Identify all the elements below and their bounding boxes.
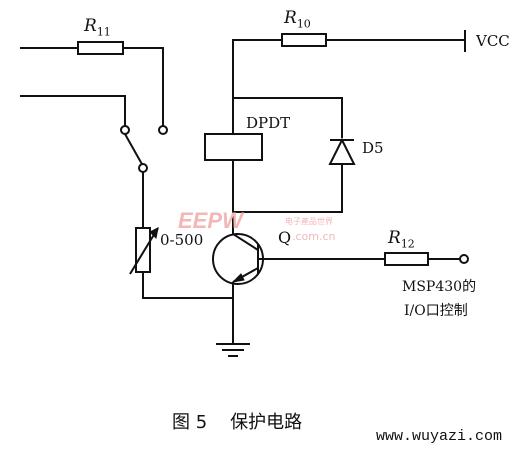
label-r12: R12 (388, 228, 415, 250)
label-vcc: VCC (476, 32, 510, 50)
wire-vcc-line (232, 39, 465, 150)
label-r10: R10 (284, 8, 311, 30)
label-r12-sub: 12 (400, 237, 415, 251)
io-terminal (459, 254, 469, 264)
label-dpdt: DPDT (246, 114, 291, 132)
label-r10-main: R (284, 8, 297, 28)
resistor-r12 (384, 252, 429, 266)
switch-contact-nc (158, 125, 168, 135)
resistor-r10 (281, 33, 327, 47)
label-rheostat-range: 0-500 (160, 231, 204, 249)
label-io-line2: I/O口控制 (404, 303, 468, 319)
wire-input-lower (20, 95, 126, 126)
watermark-cn: 电子產品世界 (285, 216, 333, 226)
switch-contact-no (120, 125, 130, 135)
transistor-q-collector (232, 212, 259, 251)
label-r11-main: R (84, 16, 97, 36)
ground-symbol (216, 343, 250, 357)
watermark-logo: EEPW (178, 208, 245, 233)
wire-rheostat-to-base (142, 272, 233, 299)
wire-input-top (20, 47, 164, 126)
label-transistor-q: Q (278, 228, 292, 247)
label-r12-main: R (388, 228, 401, 248)
site-watermark: www.wuyazi.com (376, 428, 503, 445)
label-r11-sub: 11 (96, 25, 111, 39)
wire-relay-diode-top (233, 97, 343, 138)
resistor-r11 (77, 41, 124, 55)
label-io-line1: MSP430的 (402, 279, 477, 295)
relay-coil-dpdt (204, 133, 263, 161)
switch-blade (124, 133, 144, 167)
caption-figure-number: 图 5 (172, 412, 208, 433)
wire-diode-bottom (233, 164, 343, 213)
figure-caption: 图 5 保护电路 (172, 408, 302, 434)
watermark-domain: .com.cn (292, 230, 336, 243)
label-r11: R11 (84, 16, 111, 38)
caption-title: 保护电路 (230, 412, 303, 433)
diode-d5 (328, 137, 356, 165)
switch-common (138, 163, 148, 173)
transistor-q-emitter-arrow (231, 273, 245, 283)
label-d5: D5 (362, 139, 384, 157)
rheostat (135, 227, 151, 273)
rheostat-arrow-head (149, 227, 159, 240)
label-r10-sub: 10 (296, 17, 311, 31)
